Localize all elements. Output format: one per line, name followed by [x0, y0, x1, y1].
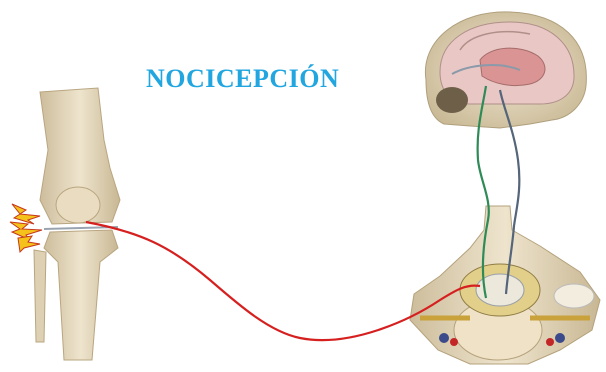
- vertebra-icon: [410, 206, 600, 364]
- pain-spark-icon: [10, 204, 42, 252]
- knee-joint-icon: [34, 88, 120, 360]
